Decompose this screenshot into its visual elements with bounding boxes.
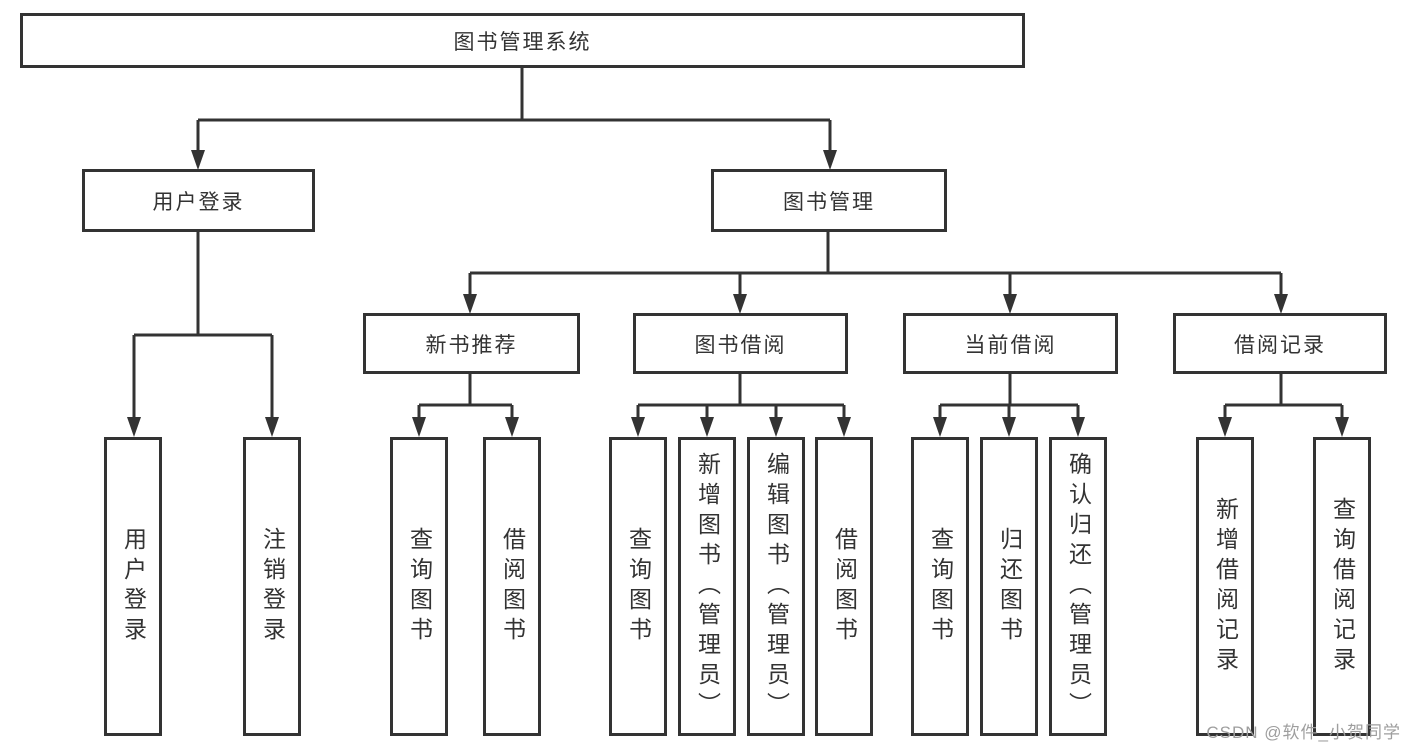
node-label: 注销登录 — [259, 526, 286, 647]
csdn-watermark: CSDN @软件_小贺同学 — [1206, 723, 1401, 742]
arrow-down-icon — [631, 417, 645, 437]
arrow-down-icon — [1003, 294, 1017, 314]
node-leaf-borrow-books: 借阅图书 — [815, 437, 873, 736]
node-label: 借阅记录 — [1234, 333, 1326, 357]
node-current-borrowing: 当前借阅 — [903, 313, 1118, 374]
node-label: 编辑图书（管理员） — [763, 451, 790, 722]
node-book-management: 图书管理 — [711, 169, 947, 232]
node-leaf-query-books-current: 查询图书 — [911, 437, 969, 736]
node-label: 查询图书 — [927, 526, 954, 647]
node-label: 借阅图书 — [499, 526, 526, 647]
node-leaf-return-books: 归还图书 — [980, 437, 1038, 736]
node-label: 归还图书 — [996, 526, 1023, 647]
node-label: 新增借阅记录 — [1212, 496, 1239, 677]
arrow-down-icon — [823, 150, 837, 170]
arrow-down-icon — [463, 294, 477, 314]
node-leaf-add-borrow-record: 新增借阅记录 — [1196, 437, 1254, 736]
node-book-borrowing: 图书借阅 — [633, 313, 848, 374]
node-library-management-system: 图书管理系统 — [20, 13, 1025, 68]
arrow-down-icon — [700, 417, 714, 437]
arrow-down-icon — [1335, 417, 1349, 437]
arrow-down-icon — [1071, 417, 1085, 437]
arrow-down-icon — [1002, 417, 1016, 437]
node-leaf-query-books-borrow: 查询图书 — [609, 437, 667, 736]
node-leaf-query-borrow-record: 查询借阅记录 — [1313, 437, 1371, 736]
arrow-down-icon — [412, 417, 426, 437]
node-borrowing-records: 借阅记录 — [1173, 313, 1387, 374]
arrow-down-icon — [505, 417, 519, 437]
node-leaf-edit-books-admin: 编辑图书（管理员） — [747, 437, 805, 736]
node-label: 当前借阅 — [964, 333, 1057, 357]
arrow-down-icon — [733, 294, 747, 314]
arrow-down-icon — [1274, 294, 1288, 314]
arrow-down-icon — [769, 417, 783, 437]
node-label: 图书管理系统 — [453, 30, 592, 54]
arrow-down-icon — [837, 417, 851, 437]
node-label: 借阅图书 — [831, 526, 858, 647]
node-label: 新书推荐 — [425, 333, 518, 357]
node-leaf-logout: 注销登录 — [243, 437, 301, 736]
arrow-down-icon — [191, 150, 205, 170]
node-leaf-confirm-return-admin: 确认归还（管理员） — [1049, 437, 1107, 736]
node-leaf-add-books-admin: 新增图书（管理员） — [678, 437, 736, 736]
connector-path — [132, 68, 1344, 420]
node-label: 用户登录 — [152, 190, 245, 214]
arrow-down-icon — [127, 417, 141, 437]
arrow-down-icon — [265, 417, 279, 437]
node-label: 查询借阅记录 — [1329, 496, 1356, 677]
node-label: 新增图书（管理员） — [694, 451, 721, 722]
node-leaf-user-login: 用户登录 — [104, 437, 162, 736]
node-label: 图书借阅 — [694, 333, 787, 357]
node-label: 查询图书 — [625, 526, 652, 647]
node-user-login: 用户登录 — [82, 169, 315, 232]
node-leaf-borrow-books-recommend: 借阅图书 — [483, 437, 541, 736]
node-label: 确认归还（管理员） — [1065, 451, 1092, 722]
node-label: 图书管理 — [783, 190, 875, 214]
node-label: 查询图书 — [406, 526, 433, 647]
node-leaf-query-books-recommend: 查询图书 — [390, 437, 448, 736]
node-label: 用户登录 — [120, 526, 147, 647]
arrowhead-group — [127, 150, 1349, 437]
node-new-book-recommendation: 新书推荐 — [363, 313, 580, 374]
arrow-down-icon — [933, 417, 947, 437]
arrow-down-icon — [1218, 417, 1232, 437]
